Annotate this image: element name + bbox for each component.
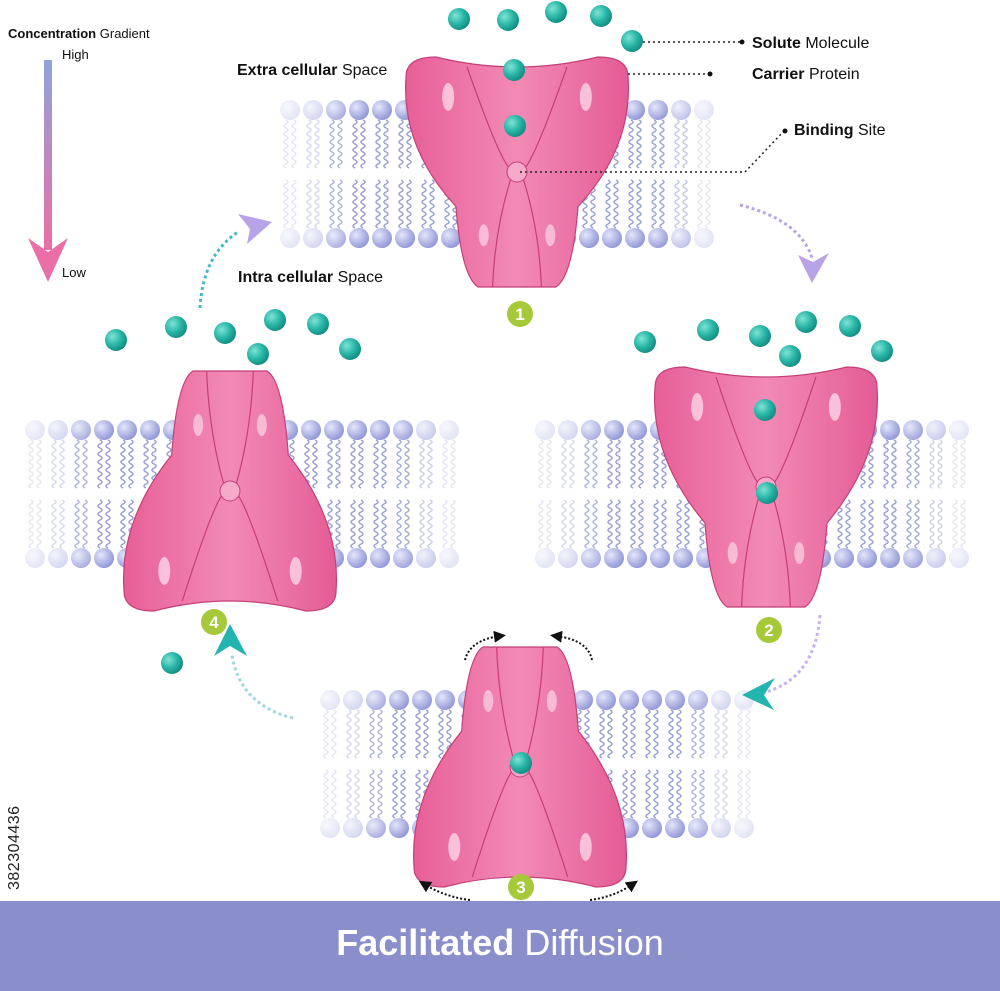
cycle-arrows (198, 203, 822, 720)
intracellular-label: Intra cellular Space (238, 269, 383, 286)
solute-molecule-1 (448, 8, 470, 30)
solute-molecule-24 (510, 752, 532, 774)
gradient-high-label: High (62, 47, 89, 62)
arrowhead-2-to-3 (742, 678, 775, 710)
leader-dots (707, 39, 788, 134)
solute-molecule-19 (839, 315, 861, 337)
cycle-arrowheads (214, 214, 829, 710)
gradient-title: Concentration Gradient (8, 26, 150, 41)
solute-molecule-23 (756, 482, 778, 504)
solute-molecules (105, 1, 893, 774)
solute-molecule-7 (504, 115, 526, 137)
step-badge-1: 1 (507, 301, 533, 327)
solute-molecule-15 (634, 331, 656, 353)
carrier-protein-4 (122, 370, 338, 612)
leader-lines (520, 41, 784, 173)
concentration-gradient-arrow (28, 60, 68, 282)
binding-site-label: Binding Site (794, 122, 886, 139)
solute-molecule-18 (795, 311, 817, 333)
solute-molecule-16 (697, 319, 719, 341)
solute-molecule-6 (503, 59, 525, 81)
arrow-2-to-3 (761, 614, 822, 695)
solute-molecule-2 (497, 9, 519, 31)
solute-molecule-20 (779, 345, 801, 367)
stock-id: 382304436 (6, 805, 23, 890)
solute-molecule-9 (165, 316, 187, 338)
carrier-protein-1 (404, 56, 630, 288)
solute-molecule-12 (307, 313, 329, 335)
arrow-1-to-2 (739, 203, 814, 259)
carrier-proteins (122, 56, 879, 888)
arrow-4-to-1 (198, 230, 239, 309)
solute-molecule-13 (247, 343, 269, 365)
solute-molecule-17 (749, 325, 771, 347)
step-badge-3: 3 (508, 874, 534, 900)
solute-molecule-4 (590, 5, 612, 27)
extracellular-label: Extra cellular Space (237, 62, 388, 79)
solute-molecule-25 (161, 652, 183, 674)
step-badge-2: 2 (756, 617, 782, 643)
solute-molecule-3 (545, 1, 567, 23)
step-badges: 1 2 3 4 (201, 301, 782, 900)
step-badge-4: 4 (201, 609, 227, 635)
arrow-3-to-4 (230, 654, 294, 720)
solute-molecule-10 (214, 322, 236, 344)
title-banner (0, 901, 1000, 991)
step-number-4: 4 (209, 613, 219, 632)
rotation-arrows (418, 630, 638, 901)
step-number-3: 3 (516, 878, 525, 897)
solute-molecule-8 (105, 329, 127, 351)
arrowhead-3-to-4 (214, 624, 247, 656)
gradient-low-label: Low (62, 265, 86, 280)
diagram-title: Facilitated Diffusion (336, 922, 664, 963)
solute-molecule-5 (621, 30, 643, 52)
solute-molecule-11 (264, 309, 286, 331)
step-number-1: 1 (515, 305, 524, 324)
solute-molecule-22 (754, 399, 776, 421)
solute-molecule-14 (339, 338, 361, 360)
step-number-2: 2 (764, 621, 773, 640)
arrowhead-1-to-2 (798, 253, 829, 283)
solute-molecule-label: Solute Molecule (752, 35, 870, 52)
arrowhead-4-to-1 (238, 214, 272, 244)
carrier-protein-label: Carrier Protein (752, 66, 860, 83)
solute-molecule-21 (871, 340, 893, 362)
